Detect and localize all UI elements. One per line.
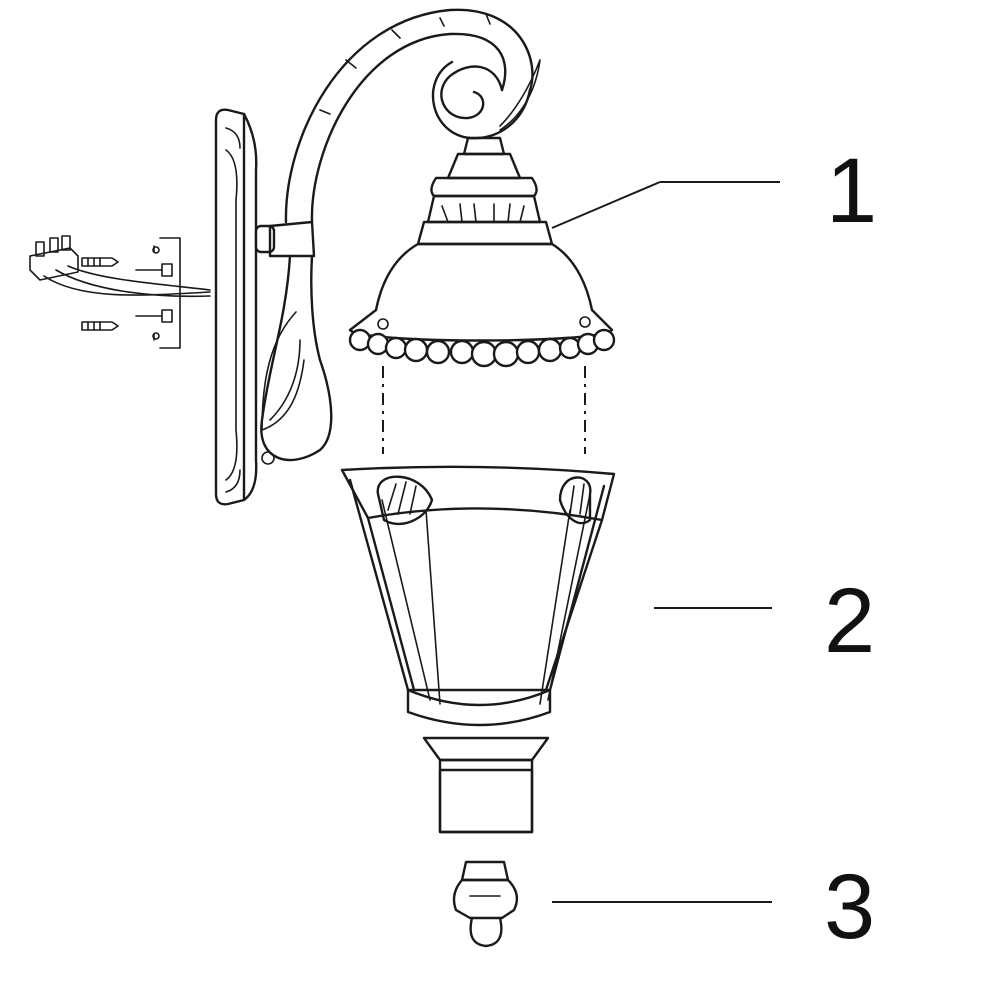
terminal-block-icon	[29, 235, 211, 298]
callout-label-1: 1	[826, 140, 877, 242]
top-cap-icon	[416, 136, 554, 246]
wall-plate-icon	[214, 108, 258, 506]
part-1-top-assembly	[214, 8, 616, 506]
lamp-arm-icon	[254, 8, 541, 465]
wall-anchor-icon	[81, 257, 119, 331]
mounting-hardware	[29, 235, 211, 349]
part-2-lantern-body	[340, 465, 616, 834]
alignment-lines	[382, 366, 586, 454]
hood-icon	[348, 242, 616, 368]
mounting-bracket-icon	[152, 237, 181, 349]
callout-3: 3	[552, 856, 875, 958]
callout-label-2: 2	[824, 570, 875, 672]
callout-label-3: 3	[824, 856, 875, 958]
bead-trim-icon	[348, 328, 616, 368]
callout-2: 2	[654, 570, 875, 672]
leader-line-1	[551, 181, 661, 229]
part-3-finial	[452, 860, 519, 948]
callout-1: 1	[551, 140, 877, 242]
screw-icon	[135, 263, 173, 323]
